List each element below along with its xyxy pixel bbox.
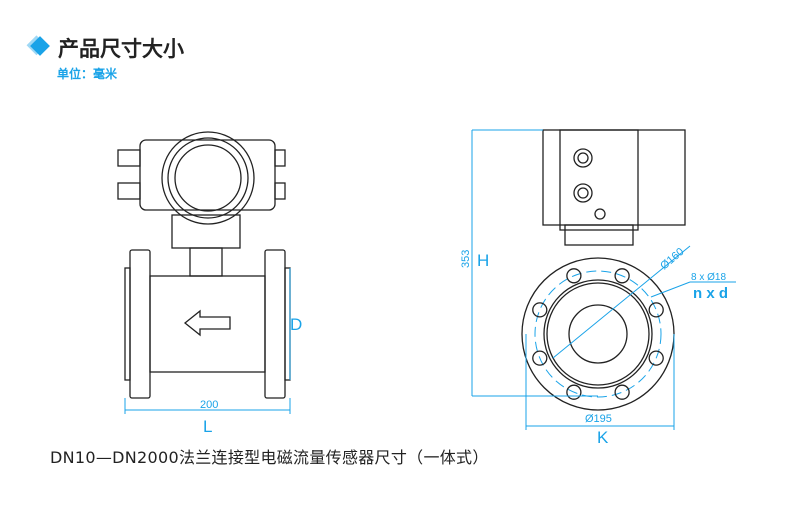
unit-label: 单位：毫米 bbox=[57, 67, 118, 81]
drawing-caption: DN10—DN2000法兰连接型电磁流量传感器尺寸（一体式） bbox=[50, 448, 489, 467]
bolt-hole bbox=[566, 268, 582, 284]
bolt-hole bbox=[648, 302, 664, 318]
front-view bbox=[471, 129, 736, 430]
flange-label: K bbox=[597, 428, 609, 447]
holes-label: n x d bbox=[693, 285, 728, 302]
bolt-hole bbox=[566, 384, 582, 400]
flange-diameter-value: Ø195 bbox=[585, 413, 612, 425]
height-label: H bbox=[477, 251, 489, 270]
bolt-hole bbox=[532, 302, 548, 318]
side-view bbox=[117, 131, 291, 414]
bolt-hole bbox=[532, 350, 548, 366]
bolt-circle-value: Ø160 bbox=[658, 246, 686, 272]
length-value: 200 bbox=[200, 399, 218, 411]
flow-arrow-icon bbox=[183, 309, 231, 337]
bolt-hole bbox=[614, 384, 630, 400]
height-value: 353 bbox=[460, 250, 472, 268]
length-label: L bbox=[203, 417, 212, 436]
diameter-label: D bbox=[290, 315, 302, 334]
holes-value: 8 x Ø18 bbox=[691, 272, 726, 283]
section-title: 产品尺寸大小 bbox=[58, 37, 184, 61]
bolt-hole bbox=[648, 350, 664, 366]
bolt-hole bbox=[614, 268, 630, 284]
